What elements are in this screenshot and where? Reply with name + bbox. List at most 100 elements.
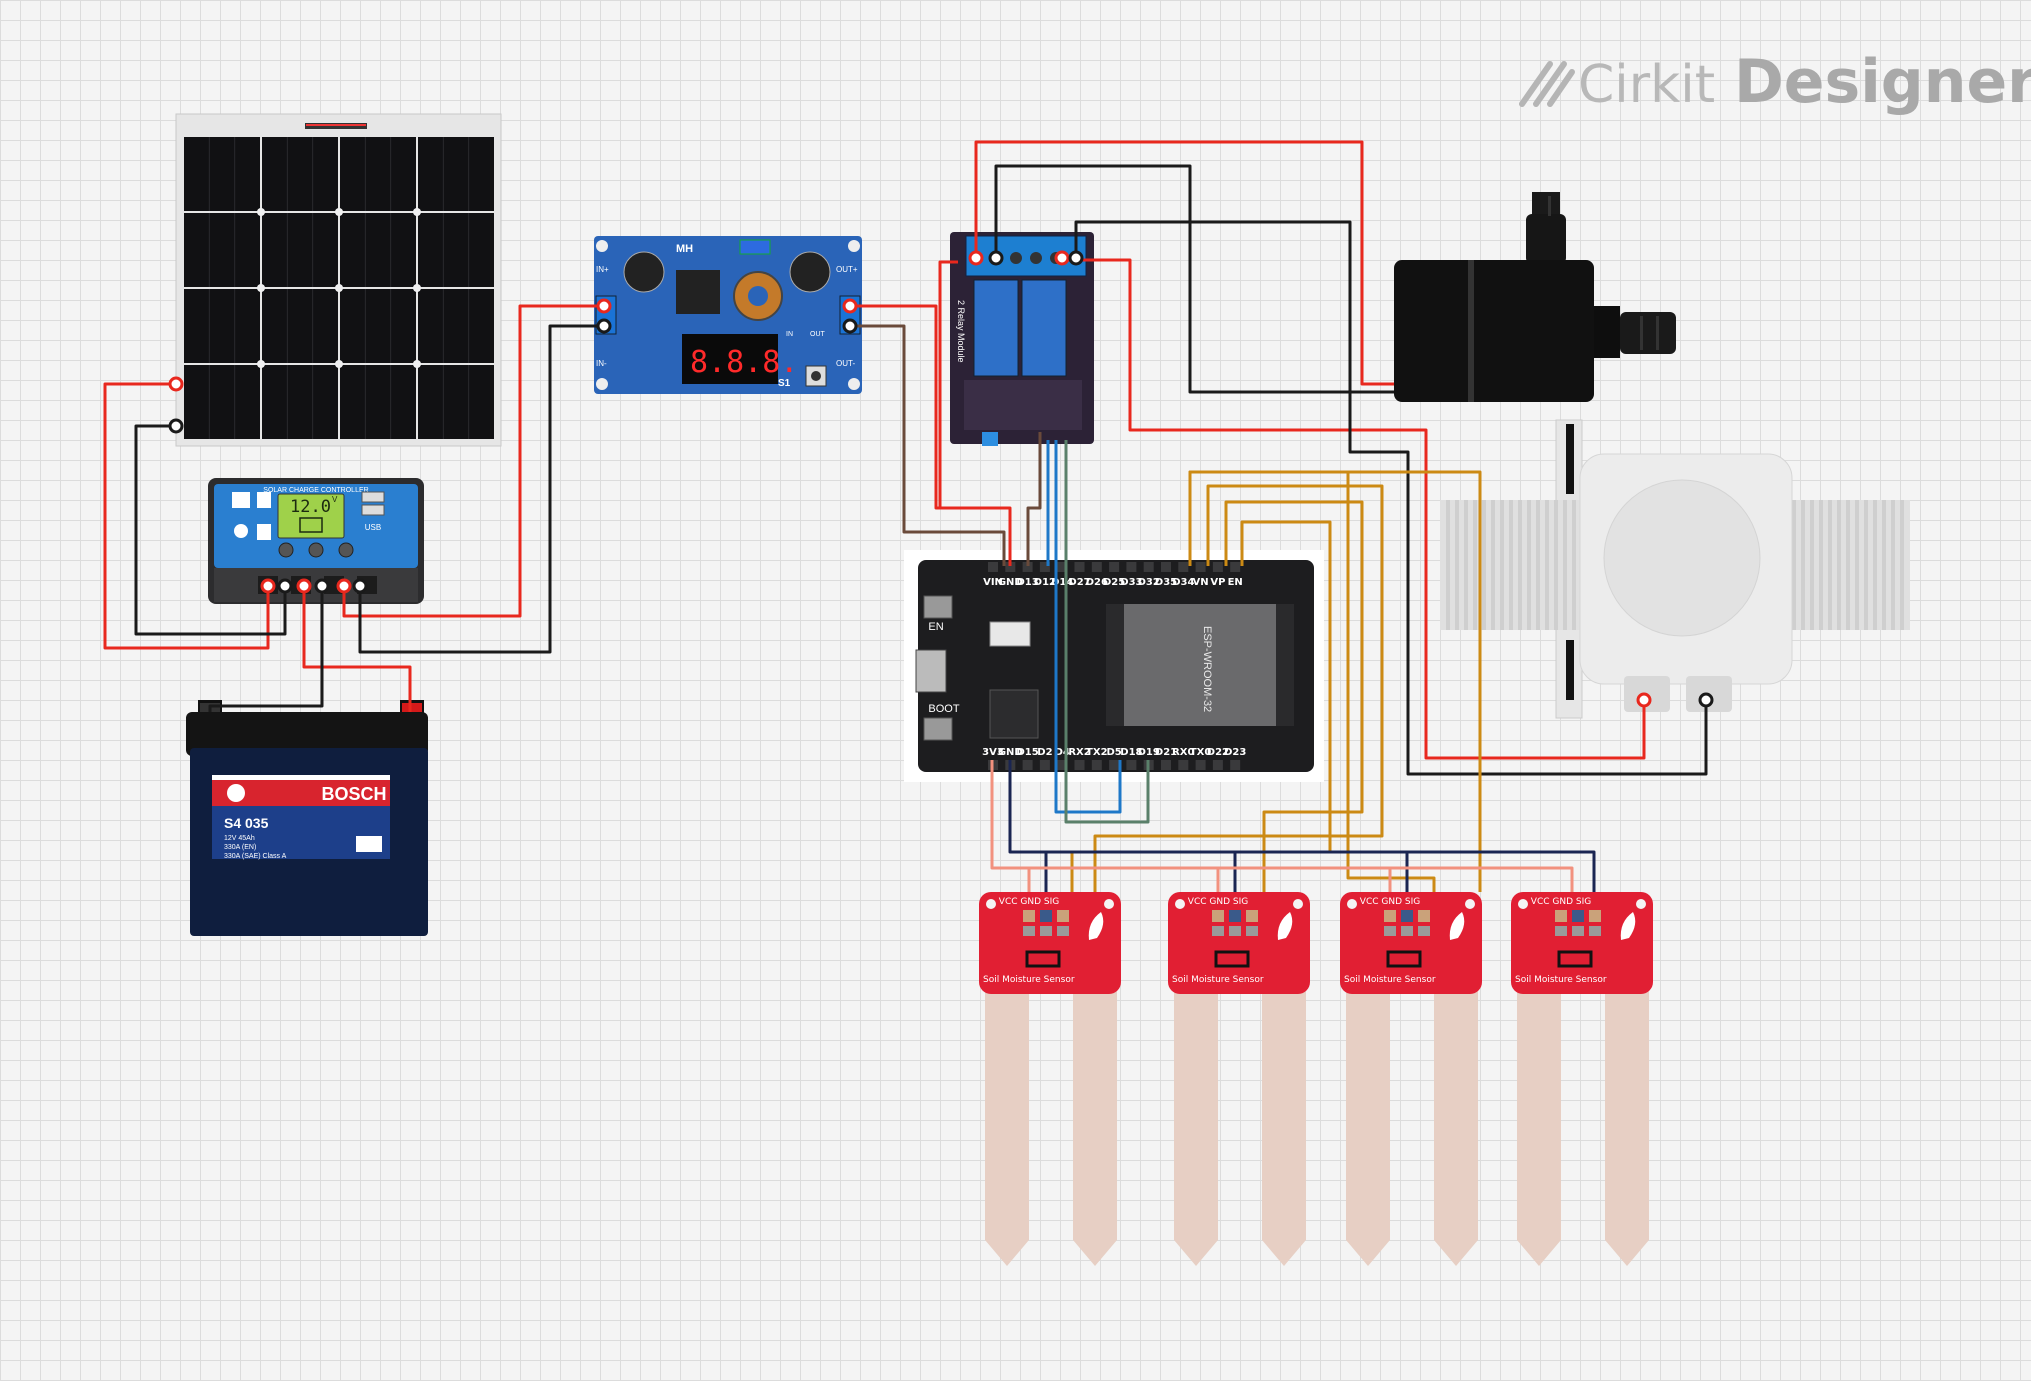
esp32-bottom-pin[interactable] xyxy=(1212,760,1223,770)
esp32-bottom-pin[interactable] xyxy=(1039,760,1050,770)
wire[interactable] xyxy=(974,140,1394,386)
wire[interactable] xyxy=(990,760,1574,892)
wire[interactable] xyxy=(1070,520,1332,892)
relay-module[interactable]: 2 Relay Module xyxy=(950,232,1094,446)
pin-connector[interactable] xyxy=(1636,692,1652,708)
wire[interactable] xyxy=(994,164,1394,394)
wire[interactable] xyxy=(1074,220,1708,776)
sensor-pin-labels: VCC GND SIG xyxy=(1188,897,1248,907)
pin-connector[interactable] xyxy=(277,578,293,594)
pin-connector[interactable] xyxy=(1054,250,1070,266)
controller-button-1[interactable] xyxy=(278,542,294,558)
esp32-bottom-pin[interactable] xyxy=(1178,760,1189,770)
pin-connector[interactable] xyxy=(260,578,276,594)
water-pump[interactable] xyxy=(1394,192,1676,402)
esp32-bottom-pin[interactable] xyxy=(1195,760,1206,770)
car-battery[interactable]: BOSCH S4 035 12V 45Ah 330A (EN) 330A (SA… xyxy=(186,700,428,936)
esp32-top-pin[interactable] xyxy=(1230,562,1241,572)
wire[interactable] xyxy=(850,304,1012,566)
esp32-top-pin-label: VIN xyxy=(983,577,1003,588)
wire[interactable] xyxy=(938,260,958,508)
wire[interactable] xyxy=(208,586,324,712)
esp32-bottom-pin[interactable] xyxy=(1091,760,1102,770)
esp32-bottom-pin[interactable] xyxy=(1022,760,1033,770)
pin-connector[interactable] xyxy=(296,578,312,594)
micro-usb-port[interactable] xyxy=(915,649,947,693)
wire[interactable] xyxy=(103,382,270,650)
pin-connector[interactable] xyxy=(968,250,984,266)
esp32-top-pin-label: GND xyxy=(998,577,1023,588)
potentiometer[interactable] xyxy=(739,239,771,255)
wire[interactable] xyxy=(1093,484,1384,892)
esp32-top-pin[interactable] xyxy=(1091,562,1102,572)
battery-spec2: 330A (EN) xyxy=(224,844,256,851)
esp32-top-pin[interactable] xyxy=(1022,562,1033,572)
esp32-top-pin[interactable] xyxy=(1195,562,1206,572)
solenoid-valve[interactable] xyxy=(1440,419,1910,719)
esp32-top-pin[interactable] xyxy=(1143,562,1154,572)
wire[interactable] xyxy=(1188,470,1436,892)
pin-connector[interactable] xyxy=(596,298,612,314)
pin-connector[interactable] xyxy=(842,318,858,334)
controller-button-3[interactable] xyxy=(338,542,354,558)
esp32-top-pin[interactable] xyxy=(1057,562,1068,572)
wire[interactable] xyxy=(1064,440,1150,824)
esp32-top-pin[interactable] xyxy=(988,562,998,572)
pin-connector[interactable] xyxy=(1698,692,1714,708)
esp32-top-pin[interactable] xyxy=(1074,562,1085,572)
esp32-top-pin[interactable] xyxy=(1161,562,1171,572)
esp32-bottom-pin[interactable] xyxy=(1126,760,1137,770)
esp32-top-pin[interactable] xyxy=(1005,562,1016,572)
pin-connector[interactable] xyxy=(842,298,858,314)
pin-connector[interactable] xyxy=(168,376,184,392)
esp32-top-pin-label: VN xyxy=(1193,577,1209,588)
esp32-bottom-pin-label: TX0 xyxy=(1190,747,1212,758)
esp32-top-pin[interactable] xyxy=(1178,562,1189,572)
wire[interactable] xyxy=(1054,440,1122,814)
esp32-top-pin[interactable] xyxy=(1039,562,1050,572)
esp32-top-pin-label: D33 xyxy=(1120,577,1142,588)
wire[interactable] xyxy=(1008,760,1596,892)
wire[interactable] xyxy=(302,586,412,712)
wire[interactable] xyxy=(1224,500,1364,892)
controller-button-2[interactable] xyxy=(308,542,324,558)
pin-connector[interactable] xyxy=(1068,250,1084,266)
pin-connector[interactable] xyxy=(352,578,368,594)
en-button[interactable] xyxy=(923,595,953,619)
esp32-devkit[interactable]: ESP-WROOM-32 EN BOOT VINGNDD13D12D14D27D… xyxy=(904,550,1324,782)
esp32-top-pin[interactable] xyxy=(1109,562,1120,572)
wire[interactable] xyxy=(850,324,1006,566)
wire[interactable] xyxy=(134,424,287,636)
solar-panel[interactable] xyxy=(175,113,502,447)
wire[interactable] xyxy=(358,324,604,654)
pin-connector[interactable] xyxy=(168,418,184,434)
buck-out-led-label: OUT xyxy=(810,331,826,338)
boot-button[interactable] xyxy=(923,717,953,741)
esp32-top-pin[interactable] xyxy=(1126,562,1137,572)
gear-icon xyxy=(257,492,271,508)
pin-connector[interactable] xyxy=(314,578,330,594)
connector-pins xyxy=(168,250,1714,708)
esp32-bottom-pin[interactable] xyxy=(1161,760,1171,770)
wire[interactable] xyxy=(1026,432,1042,566)
wires xyxy=(103,140,1708,892)
esp32-bottom-pin[interactable] xyxy=(1057,760,1068,770)
esp32-top-pin[interactable] xyxy=(1212,562,1223,572)
esp32-bottom-pin[interactable] xyxy=(1074,760,1085,770)
wire[interactable] xyxy=(1062,258,1646,760)
buck-converter[interactable]: MH IN+ IN- OUT+ OUT- 8.8.8. S1 IN OUT xyxy=(594,236,862,394)
wire[interactable] xyxy=(1010,850,1048,892)
wire[interactable] xyxy=(342,304,604,618)
pin-connector[interactable] xyxy=(596,318,612,334)
esp32-bottom-pin[interactable] xyxy=(1230,760,1241,770)
pin-connector[interactable] xyxy=(988,250,1004,266)
pin-connector[interactable] xyxy=(336,578,352,594)
buck-out-plus-label: OUT+ xyxy=(836,265,858,274)
esp32-bottom-pin[interactable] xyxy=(1109,760,1120,770)
cirkit-designer-logo: Cirkit Designer xyxy=(1519,47,2031,117)
